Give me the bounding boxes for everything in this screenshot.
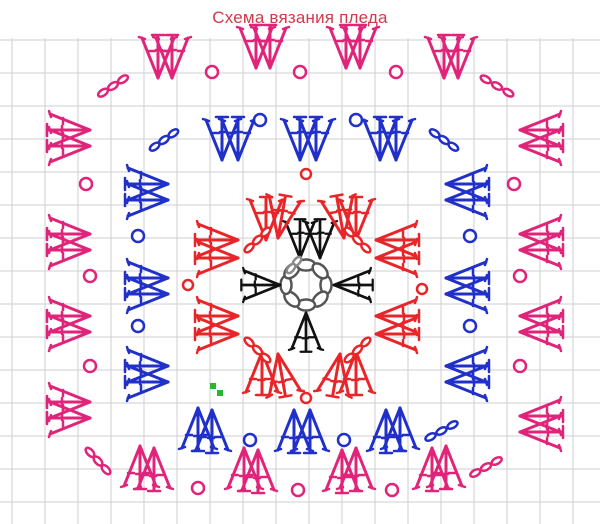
double-crochet-symbol bbox=[425, 444, 467, 491]
double-crochet-symbol bbox=[444, 273, 491, 315]
double-crochet-symbol bbox=[193, 313, 240, 355]
double-crochet-symbol bbox=[45, 397, 92, 439]
chain-symbol bbox=[84, 446, 112, 476]
double-crochet-symbol bbox=[335, 350, 377, 397]
double-crochet-symbol bbox=[374, 237, 421, 279]
chain-stitch-symbol bbox=[204, 64, 220, 80]
double-crochet-symbol bbox=[301, 218, 339, 260]
double-crochet-symbol bbox=[240, 266, 282, 304]
start-marker bbox=[210, 383, 216, 389]
start-marker bbox=[217, 390, 223, 396]
chain-stitch-symbol bbox=[512, 268, 528, 284]
double-crochet-symbol bbox=[193, 237, 240, 279]
double-crochet-symbol bbox=[312, 352, 353, 399]
double-crochet-symbol bbox=[281, 218, 319, 260]
chain-stitch-symbol bbox=[462, 318, 478, 334]
chain-stitch-symbol bbox=[384, 482, 400, 498]
double-crochet-symbol bbox=[265, 193, 306, 240]
chain-stitch-symbol bbox=[462, 228, 478, 244]
double-crochet-symbol bbox=[123, 179, 170, 221]
chain-stitch-symbol bbox=[130, 318, 146, 334]
double-crochet-symbol bbox=[193, 295, 240, 337]
chain-stitch-symbol bbox=[252, 112, 268, 128]
double-crochet-symbol bbox=[45, 125, 92, 167]
double-crochet-symbol bbox=[437, 33, 479, 80]
chain-stitch-symbol bbox=[292, 64, 308, 80]
double-crochet-symbol bbox=[45, 229, 92, 271]
chain-symbol bbox=[343, 336, 372, 364]
chain-stitch-symbol bbox=[78, 176, 94, 192]
chain-stitch-symbol bbox=[190, 480, 206, 496]
chain-stitch-symbol bbox=[299, 167, 313, 181]
double-crochet-symbol bbox=[335, 446, 377, 493]
double-crochet-symbol bbox=[339, 23, 381, 70]
chain-stitch-symbol bbox=[348, 112, 364, 128]
page-title: Схема вязания пледа bbox=[212, 8, 388, 27]
double-crochet-symbol bbox=[295, 115, 337, 162]
chain-stitch-symbol bbox=[299, 391, 313, 405]
double-crochet-symbol bbox=[518, 411, 565, 453]
chain-symbol bbox=[285, 255, 303, 275]
double-crochet-symbol bbox=[45, 213, 92, 255]
chain-stitch-symbol bbox=[82, 358, 98, 374]
double-crochet-symbol bbox=[375, 115, 417, 162]
double-crochet-symbol bbox=[518, 311, 565, 353]
chain-stitch-symbol bbox=[388, 64, 404, 80]
chain-symbol bbox=[243, 226, 272, 254]
double-crochet-symbol bbox=[133, 446, 175, 493]
double-crochet-symbol bbox=[45, 311, 92, 353]
chain-symbol bbox=[96, 74, 130, 98]
double-crochet-symbol bbox=[518, 125, 565, 167]
chain-stitch-symbol bbox=[336, 432, 352, 448]
chain-symbol bbox=[243, 336, 272, 364]
chain-stitch-symbol bbox=[506, 176, 522, 192]
chain-stitch-symbol bbox=[181, 278, 195, 292]
double-crochet-symbol bbox=[273, 408, 315, 455]
chain-symbol bbox=[424, 420, 459, 442]
double-crochet-symbol bbox=[265, 352, 306, 399]
double-crochet-symbol bbox=[518, 229, 565, 271]
chain-symbol bbox=[428, 128, 460, 152]
double-crochet-symbol bbox=[287, 311, 325, 353]
double-crochet-symbol bbox=[444, 345, 491, 387]
double-crochet-symbol bbox=[374, 313, 421, 355]
chain-stitch-symbol bbox=[290, 482, 306, 498]
double-crochet-symbol bbox=[191, 408, 233, 455]
double-crochet-symbol bbox=[289, 408, 331, 455]
double-crochet-symbol bbox=[237, 448, 279, 495]
double-crochet-symbol bbox=[249, 23, 291, 70]
chain-symbol bbox=[343, 226, 372, 254]
double-crochet-symbol bbox=[332, 266, 374, 304]
double-crochet-symbol bbox=[444, 179, 491, 221]
double-crochet-symbol bbox=[444, 361, 491, 403]
chain-symbol bbox=[469, 455, 503, 479]
double-crochet-symbol bbox=[123, 361, 170, 403]
chain-symbol bbox=[148, 128, 180, 152]
double-crochet-symbol bbox=[374, 295, 421, 337]
chain-stitch-symbol bbox=[242, 432, 258, 448]
chain-symbol bbox=[479, 74, 515, 98]
double-crochet-symbol bbox=[374, 219, 421, 261]
chain-stitch-symbol bbox=[512, 358, 528, 374]
double-crochet-symbol bbox=[123, 273, 170, 315]
double-crochet-symbol bbox=[379, 406, 421, 453]
chain-stitch-symbol bbox=[82, 268, 98, 284]
chain-stitch-symbol bbox=[415, 282, 429, 296]
chain-stitch-symbol bbox=[130, 228, 146, 244]
double-crochet-symbol bbox=[193, 219, 240, 261]
double-crochet-symbol bbox=[151, 33, 193, 80]
